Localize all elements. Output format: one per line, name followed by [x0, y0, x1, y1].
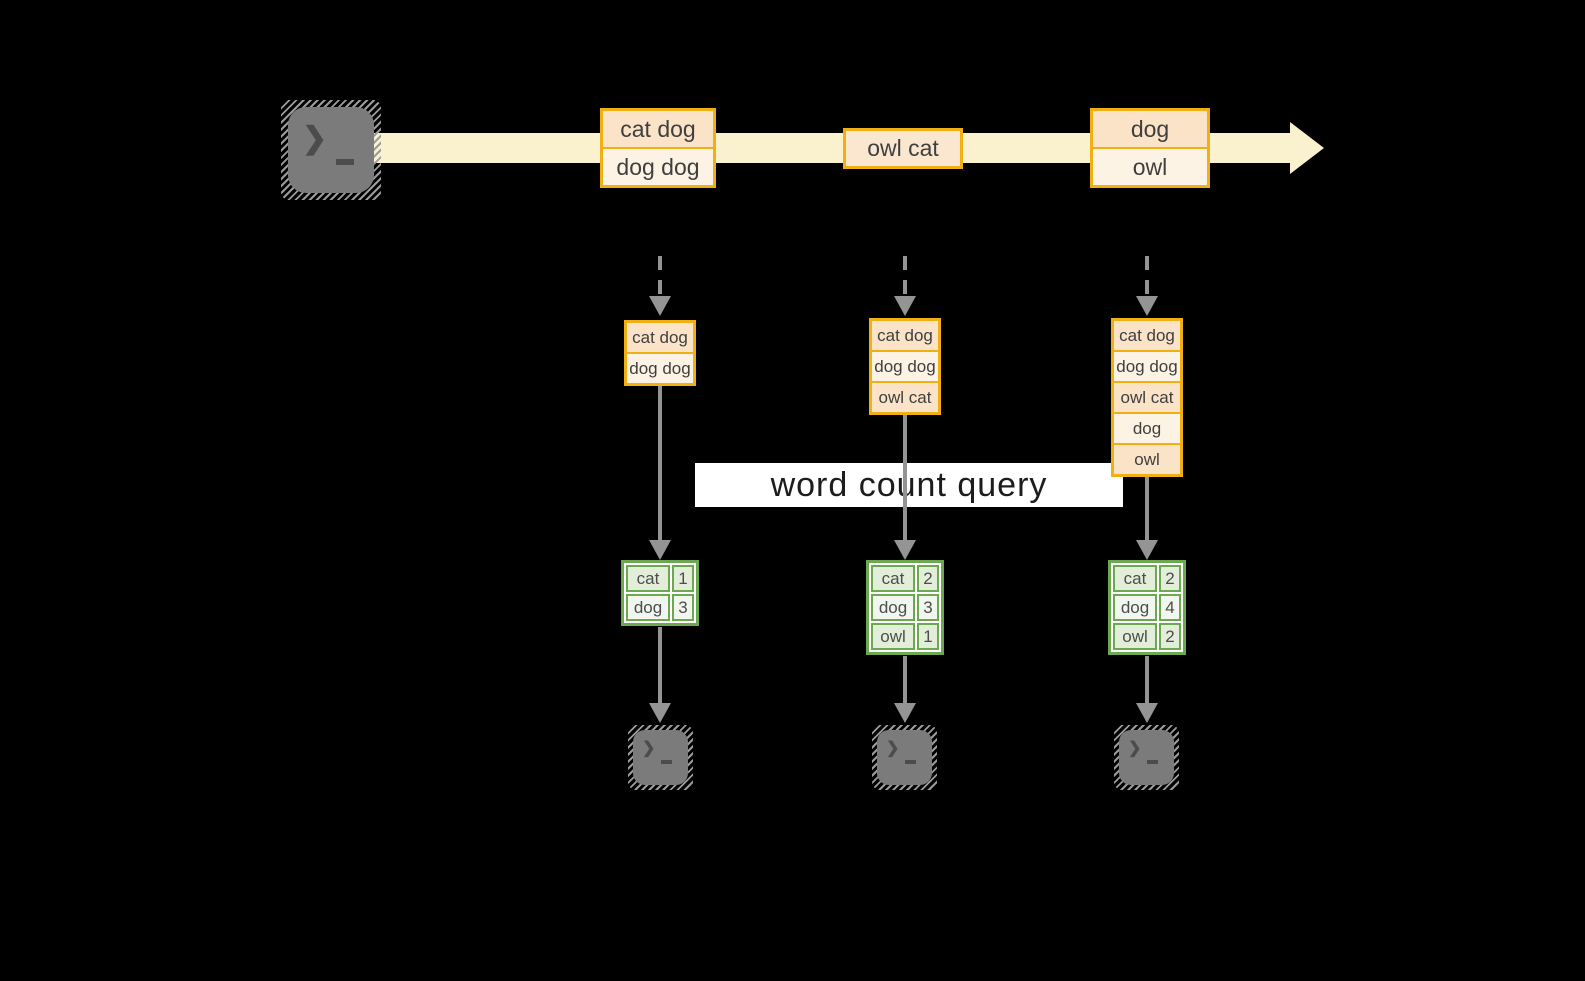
stream-message-box: owl cat [843, 128, 963, 169]
stream-message-box: cat dog dog dog [600, 108, 716, 188]
count-word: cat [871, 565, 915, 592]
output-arrow-head-icon [649, 703, 671, 723]
count-word: dog [1113, 594, 1157, 621]
prompt-chevron-icon: ❯ [886, 740, 900, 757]
count-row: cat 2 [871, 565, 939, 592]
output-arrow-line [903, 656, 907, 703]
output-arrow-line [1145, 656, 1149, 703]
count-table: cat 2 dog 3 owl 1 [866, 560, 944, 655]
query-label: word count query [770, 465, 1048, 504]
query-arrow-head-icon [1136, 540, 1158, 560]
count-table: cat 2 dog 4 owl 2 [1108, 560, 1186, 655]
buffer-stack: cat dog dog dog [624, 320, 696, 386]
stream-message-box: dog owl [1090, 108, 1210, 188]
count-value: 3 [917, 594, 939, 621]
sink-terminal-icon: ❯ [1114, 725, 1179, 790]
query-arrow-line [658, 386, 662, 540]
count-value: 3 [672, 594, 694, 621]
ingest-arrow-head-icon [649, 296, 671, 316]
prompt-chevron-icon: ❯ [1128, 740, 1142, 757]
buffered-message: cat dog [1114, 321, 1180, 350]
output-arrow-head-icon [1136, 703, 1158, 723]
count-word: dog [871, 594, 915, 621]
output-arrow-head-icon [894, 703, 916, 723]
count-value: 1 [672, 565, 694, 592]
stream-message: dog [1093, 111, 1207, 147]
count-row: owl 1 [871, 623, 939, 650]
query-arrow-head-icon [649, 540, 671, 560]
stream-message: owl cat [846, 131, 960, 166]
query-arrow-head-icon [894, 540, 916, 560]
buffered-message: dog [1114, 412, 1180, 443]
ingest-arrow-line [658, 256, 662, 296]
stream-message: dog dog [603, 147, 713, 185]
count-value: 2 [1159, 565, 1181, 592]
buffered-message: dog dog [1114, 350, 1180, 381]
buffered-message: owl [1114, 443, 1180, 474]
ingest-arrow-line [903, 256, 907, 296]
output-arrow-line [658, 627, 662, 703]
query-arrow-line [1145, 477, 1149, 540]
stream-arrow-head-icon [1290, 122, 1324, 174]
count-value: 4 [1159, 594, 1181, 621]
buffered-message: cat dog [627, 323, 693, 352]
count-row: cat 2 [1113, 565, 1181, 592]
count-row: dog 3 [871, 594, 939, 621]
prompt-underscore-icon [661, 760, 672, 764]
terminal-body: ❯ [1119, 730, 1174, 785]
buffered-message: owl cat [1114, 381, 1180, 412]
stream-message: cat dog [603, 111, 713, 147]
ingest-arrow-head-icon [894, 296, 916, 316]
count-word: owl [1113, 623, 1157, 650]
count-value: 2 [1159, 623, 1181, 650]
buffered-message: dog dog [627, 352, 693, 383]
count-word: cat [1113, 565, 1157, 592]
terminal-body: ❯ [877, 730, 932, 785]
buffered-message: dog dog [872, 350, 938, 381]
terminal-body: ❯ [288, 107, 374, 193]
ingest-arrow-head-icon [1136, 296, 1158, 316]
buffer-stack: cat dog dog dog owl cat [869, 318, 941, 415]
stream-source-terminal-icon: ❯ [281, 100, 381, 200]
prompt-underscore-icon [336, 159, 354, 165]
buffered-message: owl cat [872, 381, 938, 412]
count-word: dog [626, 594, 670, 621]
count-row: cat 1 [626, 565, 694, 592]
count-word: cat [626, 565, 670, 592]
query-arrow-line [903, 415, 907, 540]
sink-terminal-icon: ❯ [872, 725, 937, 790]
prompt-chevron-icon: ❯ [302, 122, 328, 155]
stream-message: owl [1093, 147, 1207, 185]
buffer-stack: cat dog dog dog owl cat dog owl [1111, 318, 1183, 477]
buffered-message: cat dog [872, 321, 938, 350]
count-value: 2 [917, 565, 939, 592]
prompt-underscore-icon [1147, 760, 1158, 764]
prompt-chevron-icon: ❯ [642, 740, 656, 757]
count-row: dog 4 [1113, 594, 1181, 621]
terminal-body: ❯ [633, 730, 688, 785]
count-table: cat 1 dog 3 [621, 560, 699, 626]
ingest-arrow-line [1145, 256, 1149, 296]
count-word: owl [871, 623, 915, 650]
count-row: dog 3 [626, 594, 694, 621]
query-label-banner: word count query [695, 463, 1123, 507]
prompt-underscore-icon [905, 760, 916, 764]
count-row: owl 2 [1113, 623, 1181, 650]
count-value: 1 [917, 623, 939, 650]
sink-terminal-icon: ❯ [628, 725, 693, 790]
